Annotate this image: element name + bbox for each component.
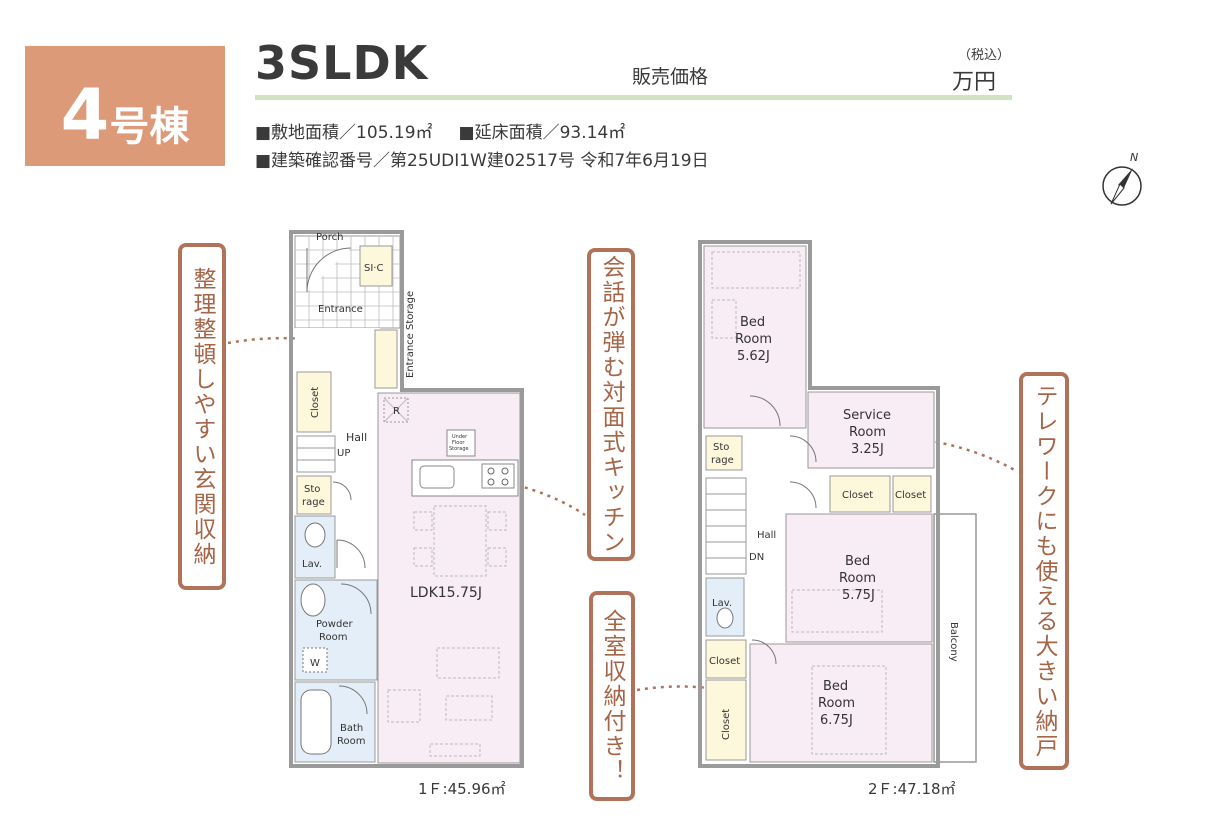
label-hall: Hall — [346, 431, 367, 444]
compass-north-label: N — [1130, 152, 1138, 164]
label-service-1: Service — [843, 408, 891, 423]
price-unit: 万円 — [952, 70, 997, 95]
label-bed3-3: 6.75J — [820, 713, 853, 728]
floor2-plan: Bed Room 5.62J Service Room 3.25J Sto ra… — [698, 240, 977, 768]
label-closet-b: Closet — [895, 490, 926, 501]
label-dn: DN — [749, 552, 764, 563]
callout-service-room-text: テレワークにも使える大きい納戸 — [1031, 383, 1057, 759]
label-up: UP — [337, 448, 350, 459]
label-closet-a: Closet — [842, 490, 873, 501]
label-closet-c: Closet — [709, 656, 740, 667]
label-service-3: 3.25J — [851, 442, 884, 457]
label-entrance-storage: Entrance Storage — [405, 291, 416, 378]
callout-closets-text: 全室収納付き！ — [599, 608, 625, 784]
layout-title: 3SLDK — [255, 36, 429, 90]
label-lav2: Lav. — [712, 598, 732, 609]
label-bed2-3: 5.75J — [842, 588, 875, 603]
land-area: ■敷地面積／105.19㎡ — [255, 123, 433, 143]
callout-kitchen: 会話が弾む対面式キッチン — [587, 248, 635, 561]
area-specs: ■敷地面積／105.19㎡ ■延床面積／93.14㎡ — [255, 118, 625, 143]
label-bath-2: Room — [337, 736, 365, 747]
label-porch: Porch — [316, 232, 344, 243]
label-refrigerator: R — [393, 406, 400, 417]
label-bed1-1: Bed — [740, 315, 765, 330]
callout-kitchen-text: 会話が弾む対面式キッチン — [598, 254, 624, 555]
label-bed2-2: Room — [839, 571, 876, 586]
label-bed3-1: Bed — [823, 679, 848, 694]
label-powder-1: Powder — [316, 619, 353, 630]
callout-entrance-storage: 整理整頓しやすい玄関収納 — [178, 243, 226, 590]
building-badge: 4 号棟 — [25, 46, 225, 166]
callout-closets: 全室収納付き！ — [589, 591, 635, 801]
tax-note: （税込） — [958, 48, 1011, 63]
header-divider — [255, 95, 1012, 100]
label-closet: Closet — [310, 387, 321, 418]
label-storage2-2: rage — [711, 455, 734, 466]
label-bed1-2: Room — [735, 332, 772, 347]
label-underfloor-3: Storage — [449, 446, 469, 452]
callout-entrance-storage-text: 整理整頓しやすい玄関収納 — [189, 266, 215, 567]
label-bed3-2: Room — [818, 696, 855, 711]
label-balcony: Balcony — [948, 622, 959, 662]
floor2-area: 2Ｆ:47.18㎡ — [868, 780, 956, 798]
label-storage-1: Sto — [304, 484, 320, 495]
label-sic: SI·C — [364, 263, 383, 274]
label-powder-2: Room — [319, 632, 347, 643]
label-entrance: Entrance — [318, 304, 363, 315]
building-number: 4 — [60, 74, 110, 156]
label-hall2: Hall — [757, 530, 776, 541]
compass-icon: N — [1102, 152, 1142, 206]
label-ldk: LDK15.75J — [410, 585, 482, 601]
building-suffix: 号棟 — [109, 104, 190, 150]
label-bed2-1: Bed — [845, 554, 870, 569]
label-service-2: Room — [849, 425, 886, 440]
callout-service-room: テレワークにも使える大きい納戸 — [1019, 372, 1069, 770]
label-underfloor-2: Floor — [452, 440, 465, 446]
label-bed1-3: 5.62J — [737, 349, 770, 364]
permit-number: ■建築確認番号／第25UDI1W建02517号 令和7年6月19日 — [255, 151, 709, 171]
label-underfloor-1: Under — [452, 434, 468, 440]
label-storage2-1: Sto — [713, 442, 729, 453]
floor1-plan: Porch SI·C Entrance Entrance Storage Clo… — [289, 230, 524, 768]
label-w: W — [310, 658, 320, 669]
label-lav: Lav. — [302, 559, 322, 570]
label-closet-d: Closet — [721, 709, 732, 740]
floor1-area: 1Ｆ:45.96㎡ — [418, 780, 506, 798]
label-storage-2: rage — [302, 497, 325, 508]
floor-area: ■延床面積／93.14㎡ — [458, 123, 626, 143]
price-label: 販売価格 — [632, 66, 709, 88]
label-bath-1: Bath — [340, 723, 363, 734]
